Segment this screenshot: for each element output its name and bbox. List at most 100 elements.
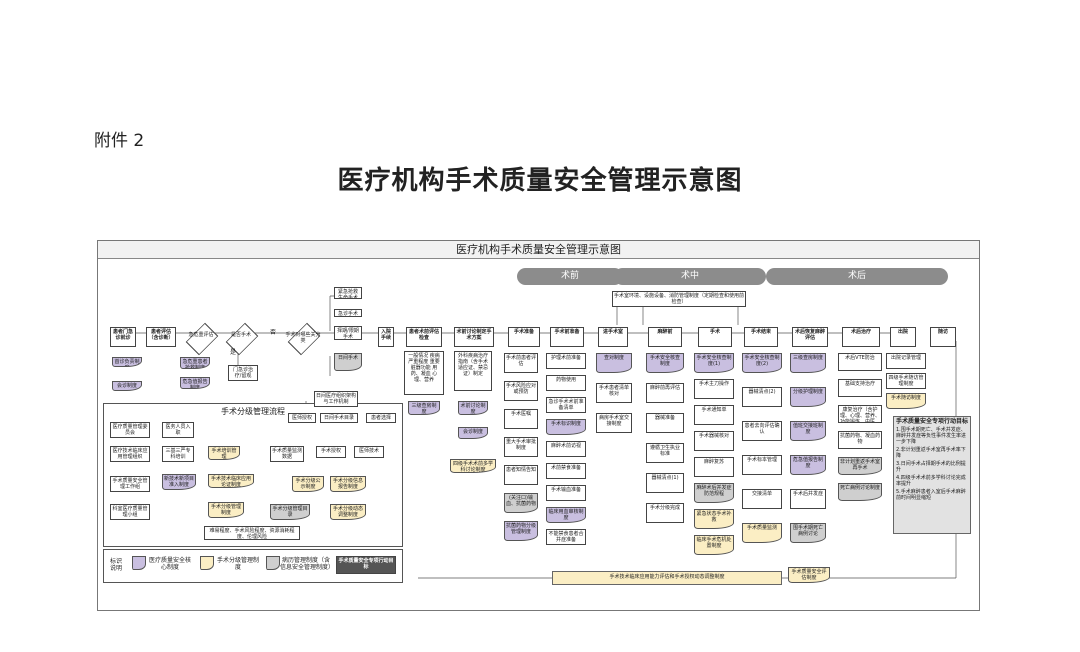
legend-swatch-core — [132, 556, 146, 570]
flow-step-14: 术后恢复麻醉评估 — [792, 327, 828, 347]
prep2-column-2: 急诊手术术前准备清单 — [546, 397, 586, 413]
auth-node-0: 日间医疗组织架构与工作机制 — [314, 391, 358, 407]
flow-step-17: 随访 — [930, 327, 956, 347]
outpatient-treatment: 门急诊治疗/留观 — [228, 365, 258, 381]
flow-step-2: 急危重评估 — [182, 322, 220, 356]
flow-step-6: 患者术前评估检查 — [406, 327, 442, 347]
phase-preop: 术前 — [517, 268, 623, 285]
auth-node-3: 患者选择 — [366, 413, 396, 423]
doc-three-level-rounds: 三级查房制度 — [408, 401, 440, 415]
legend-swatch-grading — [200, 556, 214, 570]
phase-intraop: 术中 — [614, 268, 766, 285]
subpanel-node-9: 手术分级管理制度 — [208, 502, 244, 518]
treatment-column-3: 抗菌药物、凝血药物 — [838, 431, 882, 449]
elective-surgery: 择期/限期手术 — [334, 326, 362, 340]
prep-column-5: (关注口)输血、抗菌药物 — [504, 493, 538, 513]
end-column-0: 手术安全核查制度(2) — [742, 353, 782, 373]
flow-step-3: 是否手术 — [222, 322, 260, 356]
subpanel-node-6: 手术培训管理 — [208, 446, 240, 460]
prep2-column-7: 临床用血审核制度 — [546, 507, 586, 523]
legend: 标识说明 医疗质量安全核心制度 手术分级管理制度 病历管理制度（含信息安全管理制… — [103, 549, 403, 583]
subpanel-node-17: 手术分级信息报告制度 — [330, 476, 366, 492]
treatment-column-4: 非计划重返手术室再手术 — [838, 457, 882, 475]
subpanel-node-5: 三基三严专科培训 — [162, 446, 194, 462]
diagram-title: 医疗机构手术质量安全管理示意图 — [98, 241, 979, 259]
legend-title: 标识说明 — [109, 558, 122, 572]
subpanel-node-3: 科室医疗质量管理小组 — [110, 504, 150, 520]
prep-column-4: 患者知情告知 — [504, 465, 538, 485]
prep2-column-3: 手术标识制度 — [546, 419, 586, 435]
or-entry-0: 查对制度 — [596, 353, 632, 373]
doc-quality-assessment: 手术质量安全评估制度 — [788, 567, 830, 583]
auth-node-1: 医师授权 — [288, 413, 316, 423]
treatment-column-0: 术后VTE防治 — [838, 353, 882, 371]
legend-swatch-records — [266, 556, 280, 570]
goals-title: 手术质量安全专项行动目标 — [896, 418, 969, 425]
subpanel-node-10: 手术质量监测数据 — [270, 446, 304, 462]
discharge-column-1: 四级手术随访管理制度 — [886, 373, 926, 389]
flow-step-15: 术后治疗 — [842, 327, 880, 347]
subpanel-node-2: 手术质量安全管理工作组 — [110, 476, 150, 492]
doc-first-responsibility: 首诊负责制度 — [112, 357, 142, 367]
subpanel-node-19: 难易程度、手术风险程度、资源消耗程度、伦理风险 — [204, 526, 300, 540]
end-column-4: 交接清单 — [742, 489, 782, 509]
flow-step-label: 急危重评估 — [188, 332, 214, 338]
subpanel-node-18: 手术分级动态调整制度 — [330, 504, 366, 520]
surgery-column-0: 手术安全核查制度(1) — [694, 353, 734, 373]
prep-column-3: 重大手术审批制度 — [504, 437, 538, 457]
postop-column-0: 三级查房制度 — [790, 353, 826, 373]
goal-item: 3.日间手术占择期手术的比例提升 — [896, 461, 966, 473]
surgery-column-2: 手术通知单 — [694, 405, 734, 425]
branch-no: 否 — [269, 329, 276, 336]
attachment-label: 附件 2 — [94, 131, 145, 151]
subpanel-node-4: 医务人员入职 — [162, 422, 194, 438]
prep-column-0: 手术前患者评估 — [504, 353, 538, 373]
urgent-surgery: 急诊手术 — [334, 309, 362, 317]
decision-diamond — [185, 322, 219, 356]
prep-column-1: 手术风险应对或预防 — [504, 381, 538, 401]
or-entry-1: 手术患者清单核对 — [596, 383, 632, 403]
prep-column-6: 抗菌药物分级管理制度 — [504, 521, 538, 541]
day-surgery: 日间手术 — [334, 353, 362, 371]
goal-item: 2.非计划重返手术室再手术率下降 — [896, 447, 966, 459]
anesthesia-column-1: 麻醉前再评估 — [646, 383, 684, 403]
postop-column-2: 值班交接班制度 — [790, 421, 826, 441]
bottom-bar: 手术技术临床应用能力评估和手术授权动态调整制度 — [552, 571, 782, 585]
auth-node-2: 日间手术目录 — [320, 413, 358, 423]
doc-mdt-discussion: 四级手术术前多学科讨论制度 — [450, 459, 496, 473]
postop-column-4: 手术后并发症 — [790, 489, 826, 509]
doc-critical-value: 危急值报告制度 — [180, 377, 210, 389]
intraop-header: 手术室环境、设施设备、消防管理制度（定期检查和使用前检查） — [612, 291, 746, 307]
subpanel-node-7: 新技术新项目准入制度 — [162, 474, 196, 490]
anesthesia-column-3: 遵循卫生执业标准 — [646, 443, 684, 463]
doc-consultation-2: 会诊制度 — [458, 427, 488, 439]
subpanel-node-8: 手术技术临床应用论证制度 — [208, 474, 254, 488]
subpanel-node-0: 医疗质量管理委员会 — [110, 422, 150, 438]
anesthesia-column-2: 器械准备 — [646, 413, 684, 433]
goal-item: 1.围手术期死亡、手术并发症、麻醉并发症等负性事件发生率进一步下降 — [896, 427, 967, 445]
flow-step-label: 是否手术 — [230, 332, 251, 338]
end-column-5: 手术质量监测 — [742, 523, 782, 543]
document-title: 医疗机构手术质量安全管理示意图 — [337, 166, 743, 196]
subpanel-node-11: 手术授权 — [316, 446, 346, 458]
treatment-column-5: 死亡病例讨论制度 — [838, 483, 882, 501]
goal-item: 4.四级手术术前多学科讨论完成率提升 — [896, 475, 966, 487]
anesthesia-column-4: 器械清点(1) — [646, 473, 684, 493]
prep2-column-1: 药物使用 — [546, 375, 586, 391]
doc-preop-discussion: 术前讨论制度 — [458, 401, 488, 415]
postop-column-5: 围手术期死亡病例讨论 — [790, 523, 826, 543]
legend-grading: 手术分级管理制度 — [216, 557, 259, 571]
legend-core: 医疗质量安全核心制度 — [148, 557, 191, 571]
flow-step-10: 进手术室 — [598, 327, 628, 347]
branch-yes: 是 — [229, 349, 236, 356]
anesthesia-column-5: 手术分级完成 — [646, 503, 684, 523]
or-entry-2: 病房手术室交接制度 — [596, 413, 632, 433]
surgery-column-6: 紧急状态手术补救 — [694, 509, 734, 529]
goal-item: 5.手术麻醉患者入室后手术麻醉前时间明显缩短 — [896, 489, 966, 501]
end-column-3: 手术标本管理 — [742, 455, 782, 475]
phase-postop: 术后 — [766, 268, 948, 285]
prep-column-2: 手术医嘱 — [504, 409, 538, 429]
prep2-column-6: 手术输血准备 — [546, 485, 586, 501]
anesthesia-column-0: 手术安全核查制度 — [646, 353, 684, 373]
legend-goals: 手术质量安全专项行动目标 — [336, 556, 396, 574]
